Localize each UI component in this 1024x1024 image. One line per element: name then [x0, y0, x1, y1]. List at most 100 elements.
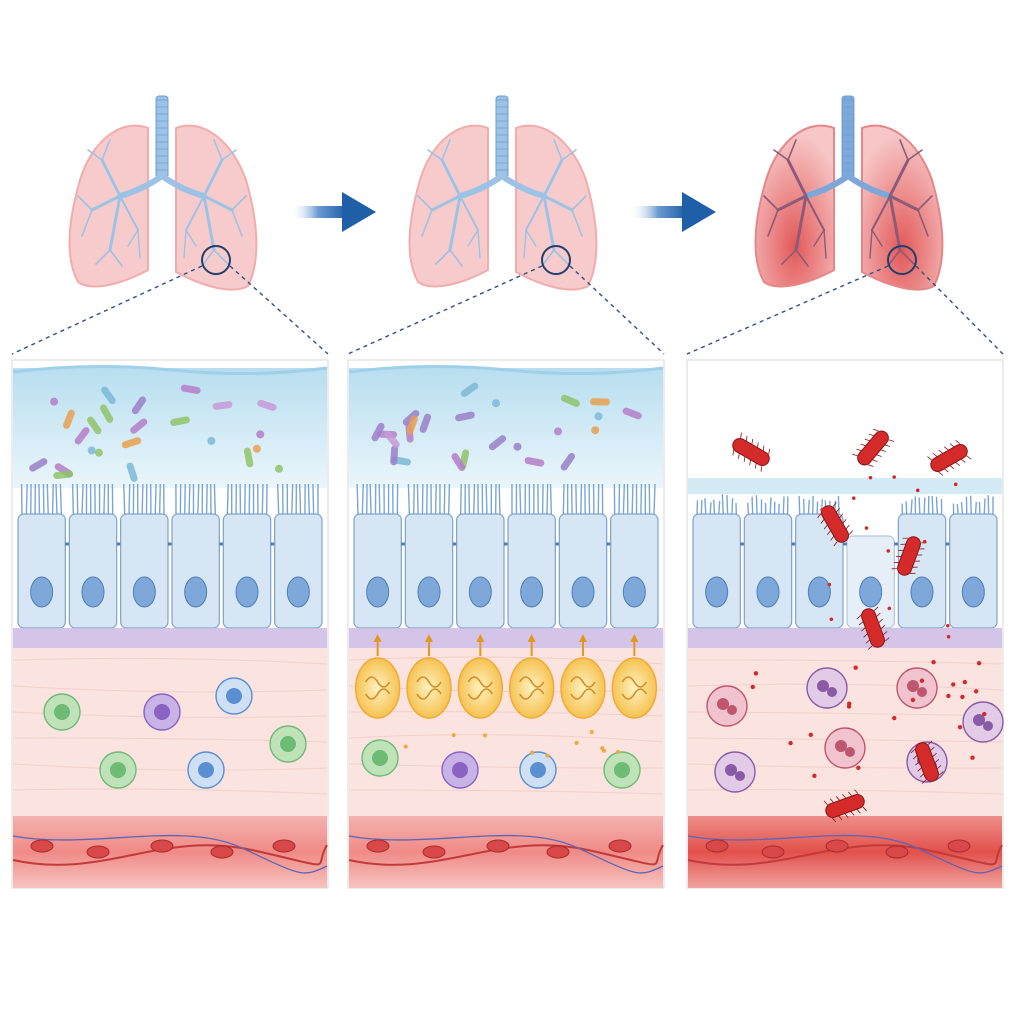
- invasion-trail-dot: [868, 475, 873, 480]
- commensal-bacterium: [419, 413, 432, 433]
- bronchiole: [119, 195, 139, 231]
- cell-body: [558, 513, 608, 629]
- red-blood-cell: [486, 839, 510, 853]
- invasion-trail-dot: [827, 582, 832, 587]
- cilium: [974, 501, 977, 515]
- cilium: [640, 483, 643, 515]
- immune-cell: [441, 751, 479, 789]
- bronchiole: [202, 158, 224, 198]
- flagellum: [842, 519, 847, 524]
- bronchiole: [553, 139, 563, 161]
- bronchiole: [525, 229, 537, 247]
- flagellum: [938, 471, 944, 476]
- nucleus: [286, 576, 310, 608]
- cilium: [726, 495, 729, 515]
- cilium: [588, 483, 591, 515]
- commensal-bacterium: [560, 394, 580, 407]
- arrow-head: [682, 192, 716, 232]
- commensal-bacterium: [622, 407, 642, 420]
- flagellum: [932, 752, 937, 758]
- cilium: [141, 483, 144, 515]
- cilium: [580, 483, 583, 515]
- cell-body: [949, 513, 998, 629]
- flagellum: [732, 450, 735, 456]
- immune-cell: [43, 693, 81, 731]
- cytokine-dot: [601, 748, 606, 753]
- bronchiole: [231, 195, 247, 211]
- cell-body: [222, 513, 272, 629]
- bronchiole: [427, 149, 443, 161]
- nucleus: [417, 576, 441, 608]
- invasion-trail-dot: [829, 617, 834, 622]
- bacterium-body: [857, 430, 889, 466]
- epithelial-cell: [795, 495, 847, 629]
- invasion-trail-dot: [820, 507, 824, 512]
- flagellum: [868, 433, 875, 437]
- cilium: [704, 498, 707, 515]
- cilium: [631, 483, 634, 515]
- pathogenic-bacterium: [817, 502, 853, 547]
- flagellum: [893, 562, 900, 564]
- cytokine-dot: [589, 729, 594, 734]
- nucleus: [30, 576, 54, 608]
- epithelial-cell: [743, 495, 796, 629]
- cytokine-dot: [530, 750, 535, 755]
- cilium: [103, 483, 106, 515]
- cilium: [622, 483, 626, 515]
- commensal-bacterium: [170, 416, 190, 426]
- cilium: [447, 483, 451, 515]
- invasion-trail-dot: [864, 526, 869, 530]
- bronchiole: [101, 139, 111, 161]
- cilium: [71, 483, 75, 515]
- bronchiole: [767, 209, 779, 237]
- red-blood-cell: [366, 839, 390, 853]
- blood-leak-dot: [951, 682, 956, 687]
- up-arrow-icon: [527, 634, 536, 642]
- cilium: [905, 501, 908, 515]
- commensal-bacterium: [243, 447, 254, 468]
- progression-arrows: [290, 192, 716, 232]
- cilium: [837, 495, 840, 515]
- right-arrow-icon: [290, 192, 376, 232]
- bronchiole: [108, 194, 122, 252]
- dna-signal-cell: [508, 634, 555, 719]
- cilium: [751, 496, 754, 515]
- cell-body: [120, 513, 169, 629]
- cilium: [25, 483, 28, 515]
- zoom-line: [229, 265, 329, 355]
- blood-leak-dot: [976, 660, 982, 666]
- bronchiole: [917, 195, 933, 211]
- flagellum: [927, 740, 933, 745]
- cilium: [931, 495, 934, 515]
- flagellum: [919, 773, 925, 778]
- flagellum: [820, 519, 825, 524]
- nucleus: [235, 576, 259, 608]
- bronchiole: [81, 209, 93, 237]
- bronchiole: [917, 209, 929, 237]
- immune-cell: [99, 751, 137, 789]
- flagellum: [867, 645, 873, 650]
- commensal-bacterium: [212, 401, 233, 410]
- flagellum: [848, 791, 853, 797]
- immune-cell: [215, 677, 253, 715]
- cilium: [55, 483, 58, 515]
- nucleus: [184, 576, 208, 608]
- flagellum: [918, 548, 925, 550]
- bronchiole: [781, 249, 797, 265]
- pathogenic-bacterium: [823, 789, 867, 823]
- inflammatory-cell-nucleus: [727, 705, 737, 715]
- blood-leak-dot: [957, 724, 963, 730]
- cilium: [782, 496, 785, 515]
- commensal-coccus: [87, 446, 96, 455]
- flagellum: [848, 530, 853, 536]
- bacterium-body: [915, 742, 939, 782]
- cell-body: [610, 513, 659, 629]
- bronchiole: [421, 209, 433, 237]
- cilium: [46, 483, 49, 515]
- lungs-activated: [408, 95, 598, 291]
- vein-line: [348, 834, 664, 874]
- immune-cell: [361, 739, 399, 777]
- commensal-coccus: [207, 436, 216, 445]
- commensal-bacterium: [130, 418, 148, 434]
- bronchiole: [888, 158, 910, 198]
